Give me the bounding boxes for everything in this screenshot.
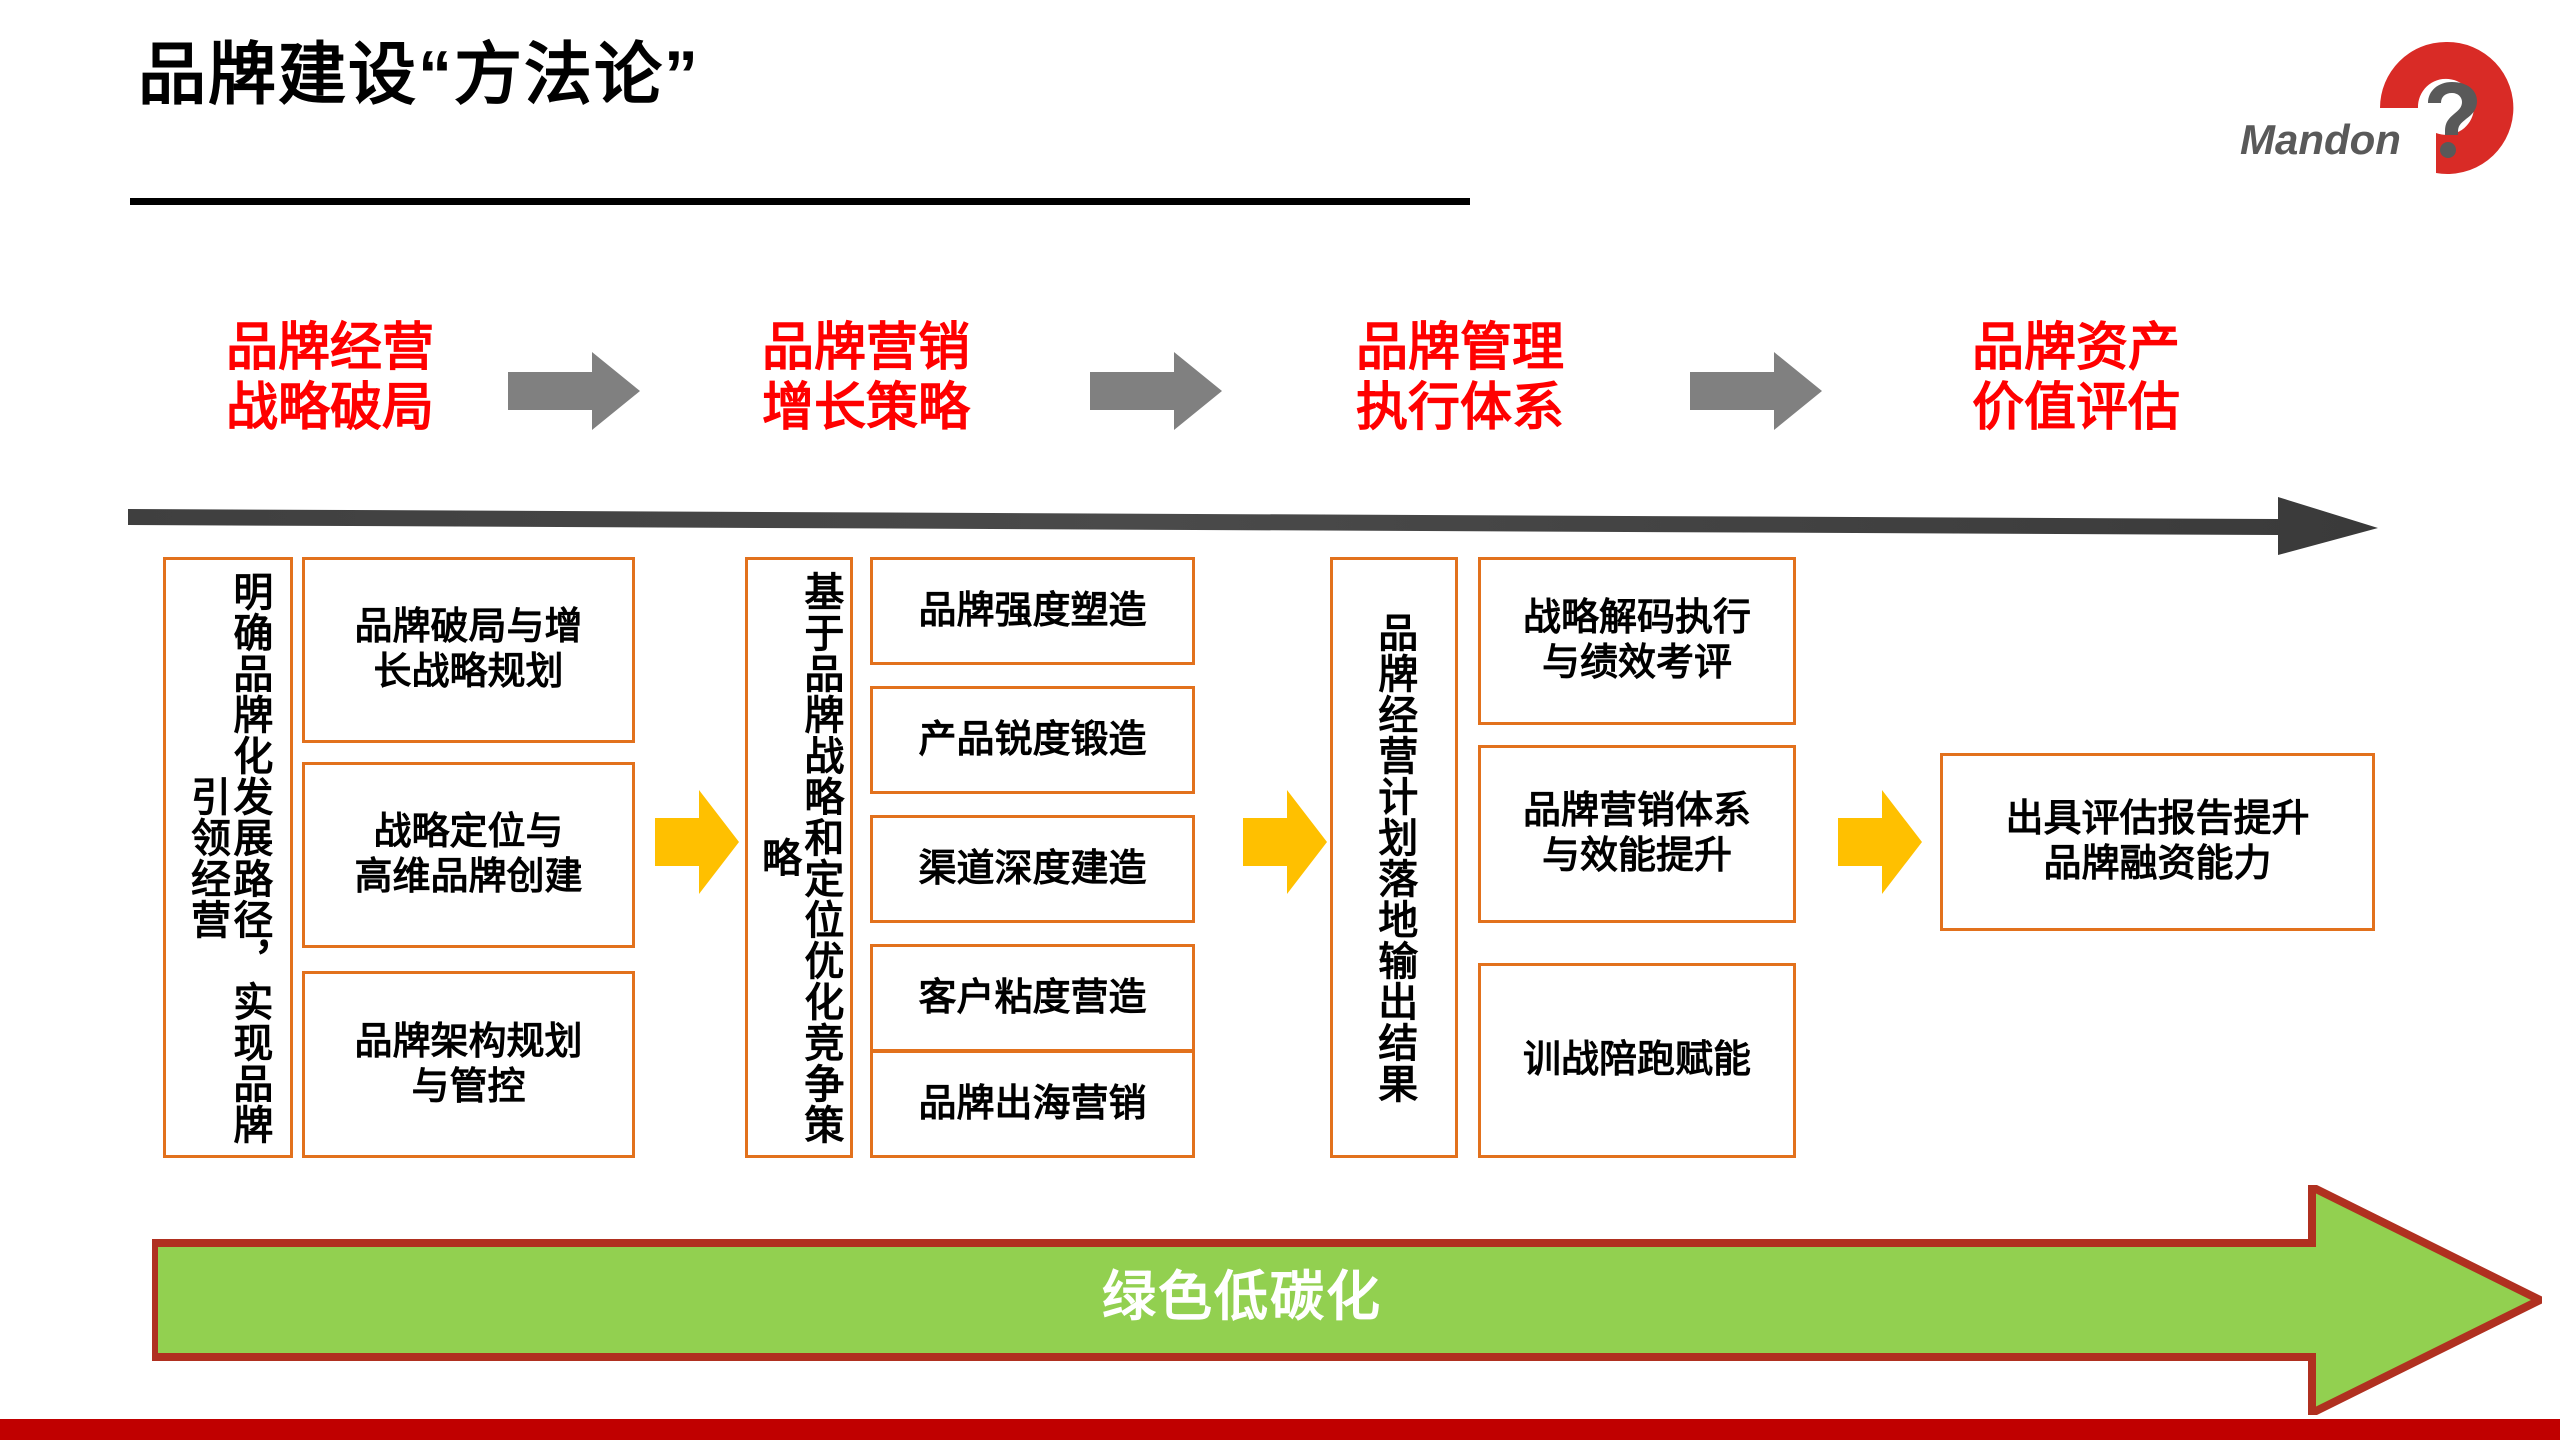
column-3-side-box: 品牌经营计划落地输出结果 bbox=[1330, 557, 1458, 1158]
column-2-side-box: 基于品牌战略和定位优化竞争策略 bbox=[745, 557, 853, 1158]
stage-header-1-line2: 战略破局 bbox=[225, 379, 434, 438]
stage-header-2: 品牌营销 增长策略 bbox=[706, 318, 1026, 439]
column-2-item-5-label: 品牌出海营销 bbox=[918, 1082, 1147, 1125]
column-3-item-1-label: 战略解码执行 与绩效考评 bbox=[1522, 597, 1751, 684]
green-banner-label: 绿色低碳化 bbox=[1102, 1267, 1382, 1327]
column-2-item-4-label: 客户粘度营造 bbox=[918, 976, 1147, 1019]
column-2-side-label: 基于品牌战略和定位优化竞争策略 bbox=[756, 570, 843, 1145]
connector-arrow-3-icon bbox=[1838, 790, 1922, 894]
stage-header-1-line1: 品牌经营 bbox=[225, 319, 434, 377]
column-2-item-3[interactable]: 渠道深度建造 bbox=[870, 815, 1195, 923]
column-4-item-1-label: 出具评估报告提升 品牌融资能力 bbox=[2005, 798, 2310, 885]
column-2-item-1[interactable]: 品牌强度塑造 bbox=[870, 557, 1195, 665]
column-1-item-2-label: 战略定位与 高维品牌创建 bbox=[354, 811, 583, 898]
stage-header-3: 品牌管理 执行体系 bbox=[1300, 318, 1620, 439]
column-1-item-2[interactable]: 战略定位与 高维品牌创建 bbox=[302, 762, 635, 948]
stage-header-2-line1: 品牌营销 bbox=[761, 319, 970, 377]
connector-arrow-2-icon bbox=[1243, 790, 1327, 894]
stage-arrow-1-icon bbox=[508, 352, 640, 430]
stage-header-2-line2: 增长策略 bbox=[761, 379, 970, 438]
connector-arrow-1-icon bbox=[655, 790, 739, 894]
column-1-side-box: 明确品牌化发展路径，实现品牌引领经营 bbox=[163, 557, 293, 1158]
stage-header-3-line2: 执行体系 bbox=[1355, 379, 1564, 438]
column-1-side-label: 明确品牌化发展路径，实现品牌引领经营 bbox=[185, 570, 272, 1145]
green-banner-arrow-icon bbox=[152, 1185, 2542, 1415]
column-1-item-3-label: 品牌架构规划 与管控 bbox=[354, 1020, 583, 1108]
stage-arrow-2-icon bbox=[1090, 352, 1222, 430]
stage-header-4-line1: 品牌资产 bbox=[1971, 319, 2180, 377]
stage-header-4: 品牌资产 价值评估 bbox=[1916, 318, 2236, 439]
bottom-accent-bar bbox=[0, 1419, 2560, 1440]
column-1-item-1-label: 品牌破局与增 长战略规划 bbox=[354, 606, 583, 693]
stage-header-1: 品牌经营 战略破局 bbox=[170, 318, 490, 439]
column-2-item-3-label: 渠道深度建造 bbox=[918, 847, 1147, 890]
column-3-item-3[interactable]: 训战陪跑赋能 bbox=[1478, 963, 1796, 1158]
stage-header-4-line2: 价值评估 bbox=[1971, 379, 2180, 438]
column-2-item-4[interactable]: 客户粘度营造 bbox=[870, 944, 1195, 1052]
column-3-item-2[interactable]: 品牌营销体系 与效能提升 bbox=[1478, 745, 1796, 923]
column-4-item-1[interactable]: 出具评估报告提升 品牌融资能力 bbox=[1940, 753, 2375, 931]
stage-header-3-line1: 品牌管理 bbox=[1355, 319, 1564, 377]
column-3-item-3-label: 训战陪跑赋能 bbox=[1522, 1039, 1751, 1082]
stage-arrow-3-icon bbox=[1690, 352, 1822, 430]
column-2-item-2[interactable]: 产品锐度锻造 bbox=[870, 686, 1195, 794]
column-2-item-5[interactable]: 品牌出海营销 bbox=[870, 1050, 1195, 1158]
column-3-item-1[interactable]: 战略解码执行 与绩效考评 bbox=[1478, 557, 1796, 725]
title-divider bbox=[130, 198, 1470, 205]
mandon-mark-icon bbox=[2380, 41, 2514, 174]
column-1-item-3[interactable]: 品牌架构规划 与管控 bbox=[302, 971, 635, 1158]
column-3-item-2-label: 品牌营销体系 与效能提升 bbox=[1522, 790, 1751, 877]
logo-wordmark: Mandon bbox=[2240, 116, 2401, 163]
column-1-item-1[interactable]: 品牌破局与增 长战略规划 bbox=[302, 557, 635, 743]
column-2-item-1-label: 品牌强度塑造 bbox=[918, 589, 1147, 632]
brand-logo: Mandon bbox=[2240, 30, 2530, 190]
timeline-arrow-icon bbox=[128, 497, 2378, 555]
column-3-side-label: 品牌经营计划落地输出结果 bbox=[1372, 611, 1417, 1104]
column-2-item-2-label: 产品锐度锻造 bbox=[918, 718, 1147, 761]
page-title: 品牌建设“方法论” bbox=[138, 37, 701, 113]
